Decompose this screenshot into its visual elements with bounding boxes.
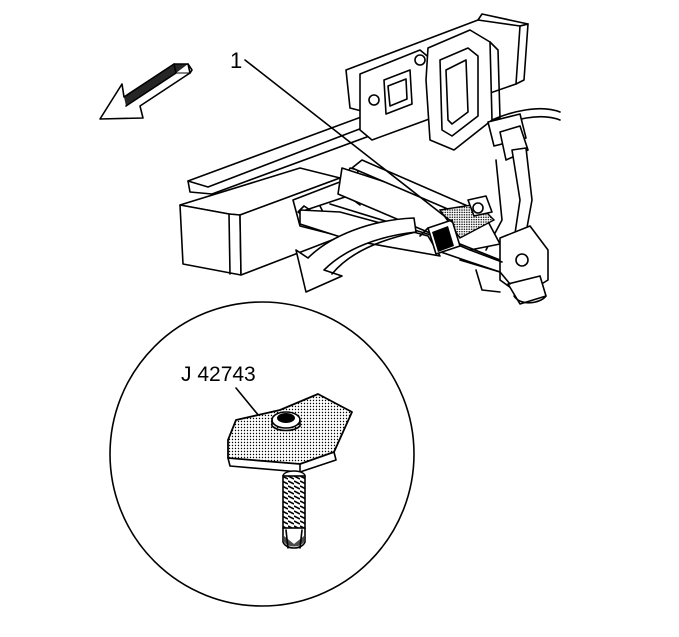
tool-number-label: J 42743 [181, 363, 256, 386]
front-direction-arrow-icon [99, 63, 193, 120]
frame-assembly [179, 13, 561, 305]
callout-number-label: 1 [230, 48, 242, 73]
curved-detail-arrow-icon [295, 217, 417, 293]
tool-bolt [282, 470, 306, 549]
callout-1: 1 [230, 48, 453, 223]
detail-view: J 42743 [109, 301, 415, 607]
